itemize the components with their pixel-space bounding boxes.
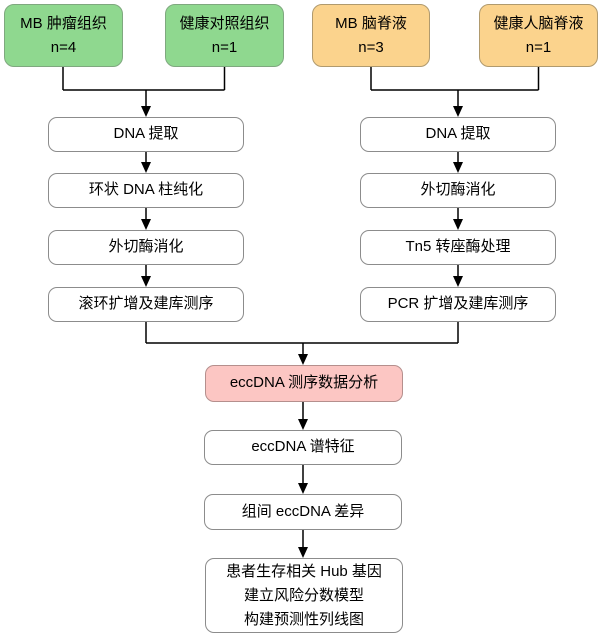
source-box-mb-csf: MB 脑脊液 n=3 [312, 4, 430, 67]
arrowheads [141, 106, 463, 558]
source-n: n=3 [358, 38, 384, 56]
step-right-exonuclease-digestion: 外切酶消化 [360, 173, 556, 208]
source-box-healthy-control-tissue: 健康对照组织 n=1 [165, 4, 284, 67]
step-eccdna-profile: eccDNA 谱特征 [204, 430, 402, 465]
step-eccdna-group-difference: 组间 eccDNA 差异 [204, 494, 402, 530]
step-left-exonuclease-digestion: 外切酶消化 [48, 230, 244, 265]
final-line-hub-genes: 患者生存相关 Hub 基因 [226, 562, 382, 580]
final-line-nomogram: 构建预测性列线图 [243, 610, 364, 628]
connector-lines [62, 67, 540, 548]
step-final-modeling: 患者生存相关 Hub 基因 建立风险分数模型 构建预测性列线图 [205, 558, 403, 633]
step-eccdna-analysis: eccDNA 测序数据分析 [205, 365, 403, 402]
source-label: MB 脑脊液 [335, 15, 407, 33]
source-label: 健康人脑脊液 [493, 15, 584, 33]
source-label: MB 肿瘤组织 [20, 15, 107, 33]
step-left-rolling-circle-library-sequencing: 滚环扩增及建库测序 [48, 287, 244, 322]
source-box-healthy-human-csf: 健康人脑脊液 n=1 [479, 4, 598, 67]
source-box-mb-tumor-tissue: MB 肿瘤组织 n=4 [4, 4, 123, 67]
final-line-risk-score-model: 建立风险分数模型 [243, 586, 364, 604]
step-right-tn5-transposase: Tn5 转座酶处理 [360, 230, 556, 265]
source-n: n=1 [525, 38, 552, 56]
source-n: n=1 [211, 38, 238, 56]
source-n: n=4 [50, 38, 77, 56]
step-right-dna-extraction: DNA 提取 [360, 117, 556, 152]
source-label: 健康对照组织 [179, 15, 270, 33]
step-right-pcr-library-sequencing: PCR 扩增及建库测序 [360, 287, 556, 322]
step-left-circular-dna-purification: 环状 DNA 柱纯化 [48, 173, 244, 208]
step-left-dna-extraction: DNA 提取 [48, 117, 244, 152]
